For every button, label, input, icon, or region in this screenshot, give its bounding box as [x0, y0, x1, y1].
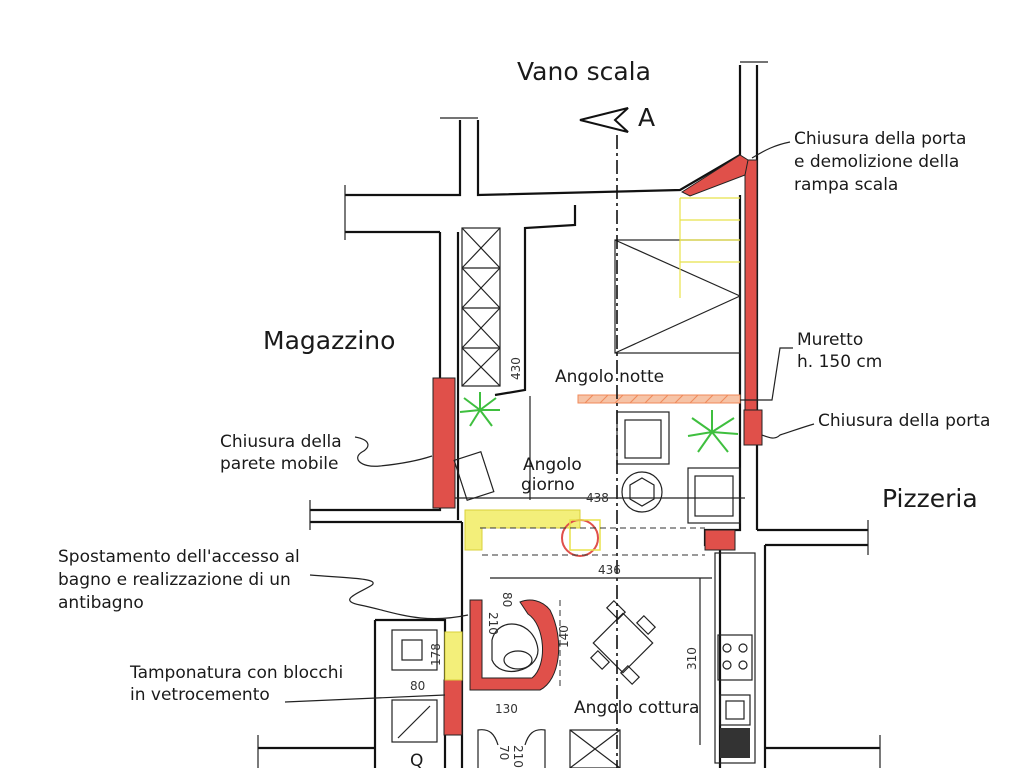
svg-text:Spostamento dell'accesso al: Spostamento dell'accesso al — [58, 547, 300, 567]
closure-porta-top — [680, 154, 749, 197]
svg-text:Chiusura della: Chiusura della — [220, 432, 342, 452]
label-angolo-cottura: Angolo cottura — [574, 698, 699, 718]
dim-130: 130 — [495, 702, 518, 716]
note-muretto: Muretto h. 150 cm — [740, 330, 882, 401]
demolition-elements — [432, 154, 763, 736]
svg-text:Chiusura della porta: Chiusura della porta — [818, 411, 990, 431]
dim-70: 70 — [497, 745, 511, 760]
label-q: Q — [410, 751, 423, 768]
note-chiusura-parete: Chiusura della parete mobile — [220, 432, 433, 474]
dim-140: 140 — [557, 625, 571, 648]
svg-text:in vetrocemento: in vetrocemento — [130, 685, 270, 705]
stair-ramp — [614, 197, 741, 354]
label-angolo-giorno-1: Angolo — [523, 455, 582, 475]
dim-210: 210 — [486, 612, 500, 635]
svg-text:h. 150 cm: h. 150 cm — [797, 352, 882, 372]
label-angolo-notte: Angolo notte — [555, 367, 664, 387]
closure-rampa — [744, 159, 758, 411]
dim-436: 436 — [598, 563, 621, 577]
note-chiusura-porta: Chiusura della porta — [761, 411, 990, 439]
label-magazzino: Magazzino — [263, 326, 395, 355]
dim-310: 310 — [685, 647, 699, 670]
label-angolo-giorno-2: giorno — [521, 475, 575, 495]
svg-text:e demolizione della: e demolizione della — [794, 152, 959, 172]
wardrobe — [461, 227, 501, 387]
svg-text:Tamponatura con blocchi: Tamponatura con blocchi — [129, 663, 343, 683]
svg-text:rampa scala: rampa scala — [794, 175, 898, 195]
label-vano-scala: Vano scala — [517, 57, 651, 86]
plant-right — [687, 410, 739, 453]
new-bath-wall — [443, 679, 463, 736]
section-lines — [455, 135, 745, 768]
dim-438: 438 — [586, 491, 609, 505]
furniture — [391, 411, 756, 768]
note-tamponatura: Tamponatura con blocchi in vetrocemento — [129, 663, 446, 705]
dim-210b: 210 — [511, 745, 525, 768]
walls — [257, 61, 881, 768]
dim-178: 178 — [429, 643, 443, 666]
label-pizzeria: Pizzeria — [882, 484, 978, 513]
closure-small — [704, 529, 736, 551]
label-section-a: A — [638, 103, 655, 132]
svg-text:bagno e realizzazione di un: bagno e realizzazione di un — [58, 570, 291, 590]
svg-text:Muretto: Muretto — [797, 330, 863, 350]
glass-block-infill — [444, 631, 463, 681]
section-arrow-icon — [579, 107, 629, 133]
dim-430: 430 — [509, 357, 523, 380]
svg-text:parete mobile: parete mobile — [220, 454, 338, 474]
note-spostamento: Spostamento dell'accesso al bagno e real… — [58, 547, 469, 620]
new-elements — [444, 509, 601, 681]
dimensions: 430 438 436 310 140 130 80 178 210 80 70… — [410, 357, 699, 768]
plants — [459, 392, 739, 453]
closure-parete-mobile — [432, 377, 456, 509]
dim-80: 80 — [410, 679, 425, 693]
closure-porta-right — [743, 409, 763, 446]
plant-left — [459, 392, 500, 427]
svg-text:Chiusura della porta: Chiusura della porta — [794, 129, 966, 149]
svg-text:antibagno: antibagno — [58, 593, 144, 613]
note-chiusura-rampa: Chiusura della porta e demolizione della… — [751, 129, 966, 195]
muretto — [577, 394, 741, 404]
dim-80b: 80 — [500, 592, 514, 607]
bath-curved-wall — [469, 599, 560, 691]
